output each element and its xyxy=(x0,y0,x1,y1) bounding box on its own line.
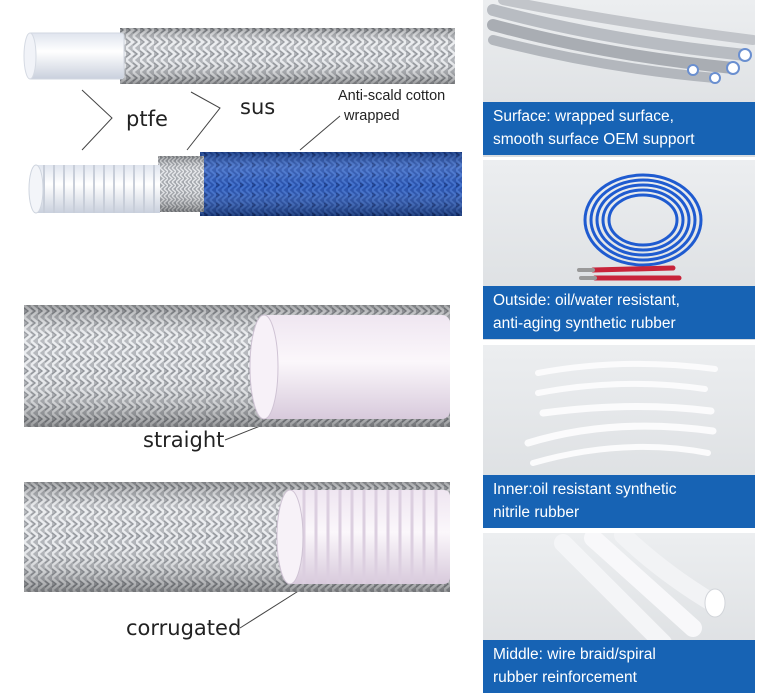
surface-caption-line2: smooth surface OEM support xyxy=(493,131,695,148)
middle-panel: Middle: wire braid/spiral rubber reinfor… xyxy=(483,533,755,693)
ptfe-label: ptfe xyxy=(126,107,168,131)
ptfe-steel-hose-illustration xyxy=(23,28,455,84)
outside-caption-line2: anti-aging synthetic rubber xyxy=(493,315,676,332)
outside-panel: Outside: oil/water resistant, anti-aging… xyxy=(483,160,755,340)
middle-caption-line2: rubber reinforcement xyxy=(493,669,637,686)
hose-construction-diagram xyxy=(23,28,462,216)
outside-caption-line1: Outside: oil/water resistant, xyxy=(493,292,680,309)
middle-caption: Middle: wire braid/spiral rubber reinfor… xyxy=(483,640,755,693)
anti-scald-label-line1: Anti-scald cotton xyxy=(338,88,446,104)
straight-hose-illustration xyxy=(24,305,450,427)
inner-caption-line1: Inner:oil resistant synthetic xyxy=(493,481,677,498)
surface-caption: Surface: wrapped surface, smooth surface… xyxy=(483,102,755,155)
blue-wrapped-hose-illustration xyxy=(28,152,462,216)
surface-panel: Surface: wrapped surface, smooth surface… xyxy=(483,0,755,157)
middle-caption-line1: Middle: wire braid/spiral xyxy=(493,646,656,663)
corrugated-hose-illustration xyxy=(24,482,450,592)
outside-caption: Outside: oil/water resistant, anti-aging… xyxy=(483,286,755,339)
inner-caption: Inner:oil resistant synthetic nitrile ru… xyxy=(483,475,755,528)
corrugated-label: corrugated xyxy=(126,616,242,640)
anti-scald-label-line2: wrapped xyxy=(344,108,400,124)
straight-label: straight xyxy=(143,428,225,452)
inner-caption-line2: nitrile rubber xyxy=(493,504,580,521)
sus-label: sus xyxy=(240,95,276,119)
surface-caption-line1: Surface: wrapped surface, xyxy=(493,108,674,125)
inner-panel: Inner:oil resistant synthetic nitrile ru… xyxy=(483,345,755,528)
